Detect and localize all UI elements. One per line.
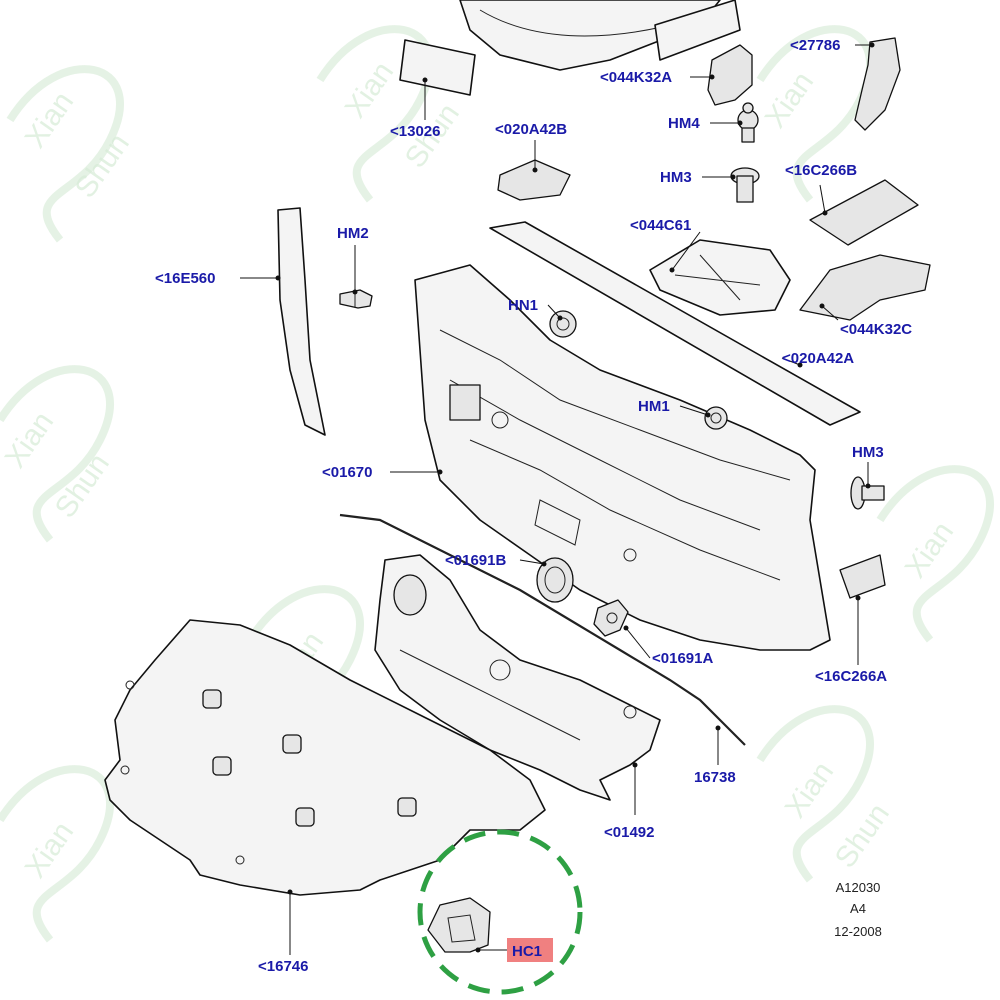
seal-strip-16738-part <box>339 513 746 746</box>
leader-lines <box>240 44 872 955</box>
callout-01691A: <01691A <box>652 650 713 667</box>
watermark-text: Shun <box>69 128 136 204</box>
callout-HN1: HN1 <box>508 297 538 314</box>
label-plate-13026-part <box>399 39 476 96</box>
callout-16746: <16746 <box>258 958 308 975</box>
clip-HM4-part <box>737 102 759 143</box>
watermark-logo-icon <box>756 705 874 883</box>
grommet-HM3-top-part <box>730 167 760 203</box>
pad-044K32C-part <box>799 254 931 321</box>
drawing-code: A12030 <box>836 880 881 895</box>
callout-020A42A: <020A42A <box>782 350 854 367</box>
callout-16C266A: <16C266A <box>815 668 887 685</box>
insulator-opening-detail <box>393 574 427 616</box>
leader-dots <box>275 42 875 953</box>
lower-insulator-16746-part <box>104 619 546 896</box>
callout-HM3-top: HM3 <box>660 169 692 186</box>
grommet-HN1-part <box>549 310 577 338</box>
callout-044K32C: <044K32C <box>840 321 912 338</box>
strip-020A42A-part <box>489 221 861 426</box>
watermark-logo-icon <box>876 465 994 643</box>
callout-HM4: HM4 <box>668 115 700 132</box>
watermark-logo-icon <box>0 365 114 543</box>
pad-16C266A-part <box>839 554 886 599</box>
watermark-logo-icon <box>316 25 434 203</box>
dash-opening-detail <box>449 384 481 421</box>
callout-HM1: HM1 <box>638 398 670 415</box>
callout-044C61: <044C61 <box>630 217 691 234</box>
dash-insulator-01670-part <box>414 264 831 651</box>
callout-01670: <01670 <box>322 464 372 481</box>
callout-HM2: HM2 <box>337 225 369 242</box>
grommet-HM3-right-part <box>850 476 885 510</box>
callout-16E560: <16E560 <box>155 270 215 287</box>
callout-27786: <27786 <box>790 37 840 54</box>
callout-HC1-highlight <box>507 938 553 962</box>
callout-13026: <13026 <box>390 123 440 140</box>
top-cover-part <box>459 0 721 71</box>
watermark-logo-icon <box>6 65 124 243</box>
insulator-mounting-holes <box>120 680 417 865</box>
pad-020A42B-part <box>497 159 571 201</box>
grommet-HM1-part <box>704 406 728 430</box>
fastener-01691A-part <box>593 599 629 637</box>
watermark-logo-icon <box>0 765 114 943</box>
ring-01691B-part <box>536 557 574 603</box>
highlight-ring <box>417 829 583 995</box>
clip-HC1-part <box>427 897 491 953</box>
watermark-text: Xian <box>339 56 400 124</box>
pad-16C266B-part <box>809 179 919 246</box>
drawing-size: A4 <box>850 901 866 916</box>
watermark-text: Xian <box>0 406 60 474</box>
cover-insert-part <box>654 0 741 61</box>
callout-020A42B: <020A42B <box>495 121 567 138</box>
callout-01691B: <01691B <box>445 552 506 569</box>
callout-01492: <01492 <box>604 824 654 841</box>
callout-16738: 16738 <box>694 769 736 786</box>
callout-16C266B: <16C266B <box>785 162 857 179</box>
callout-HC1: HC1 <box>512 943 542 960</box>
pin-HM2-part <box>339 289 373 309</box>
drawing-date: 12-2008 <box>834 924 882 939</box>
pad-044K32A-part <box>707 44 753 106</box>
callout-HM3-right: HM3 <box>852 444 884 461</box>
drawing-info-block: A12030 A4 12-2008 <box>834 880 882 939</box>
watermark-text: Xian <box>759 66 820 134</box>
callout-044K32A: <044K32A <box>600 69 672 86</box>
side-seal-16E560-part <box>277 207 326 436</box>
part-callouts: <27786 <044K32A <13026 <020A42B HM4 HM3 … <box>155 37 912 975</box>
seal-27786-part <box>854 37 901 131</box>
inner-insulator-01492-part <box>374 554 661 801</box>
